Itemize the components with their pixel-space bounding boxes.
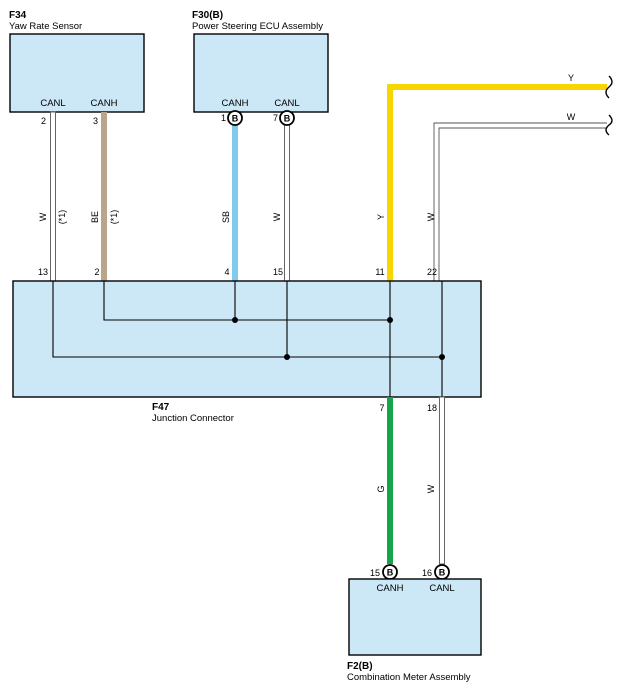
yaw-pin-canl-label: CANL: [40, 98, 65, 109]
wire-w-outgoing-outer: [433, 122, 607, 281]
junction-pin-2: 2: [94, 267, 99, 277]
junction-pin-13: 13: [38, 267, 48, 277]
yaw-pin-canh-label: CANH: [91, 98, 118, 109]
meter-pin-15: 15: [370, 568, 380, 578]
junction-connector-code: F47: [152, 402, 170, 413]
meter-canh-connector-badge: B: [382, 564, 398, 580]
junction-connector-box[interactable]: [12, 280, 482, 398]
wire-meter-canh-g[interactable]: [387, 397, 393, 564]
wire-label-ps-w: W: [272, 212, 282, 221]
ps-canh-connector-badge: B: [227, 110, 243, 126]
ps-pin-canh-label: CANH: [222, 98, 249, 109]
svg-text:B: B: [439, 568, 446, 578]
ps-pin-7: 7: [273, 113, 278, 123]
ps-pin-canl-label: CANL: [274, 98, 299, 109]
junction-pin-22: 22: [427, 267, 437, 277]
wire-label-y-top: Y: [376, 214, 386, 220]
wire-label-meter-g: G: [376, 485, 386, 492]
wire-y-outgoing[interactable]: [387, 84, 607, 281]
meter-pin-canl-label: CANL: [429, 583, 454, 594]
combination-meter-code: F2(B): [347, 661, 373, 672]
wire-note-yaw-be: (*1): [109, 210, 119, 225]
wire-ps-canl-w[interactable]: [284, 121, 290, 282]
wire-label-ps-sb: SB: [221, 211, 231, 223]
power-steering-ecu-code: F30(B): [192, 10, 223, 21]
wire-label-yaw-be: BE: [90, 211, 100, 223]
yaw-rate-sensor-code: F34: [9, 10, 27, 21]
wire-label-yaw-w: W: [38, 212, 48, 221]
wire-label-meter-w: W: [426, 484, 436, 493]
junction-pin-15: 15: [273, 267, 283, 277]
wire-w-outgoing-inner[interactable]: [438, 127, 607, 281]
meter-pin-canh-label: CANH: [377, 583, 404, 594]
junction-internal-lines: [52, 281, 443, 397]
wire-label-w-top: W: [426, 212, 436, 221]
ps-canl-connector-badge: B: [279, 110, 295, 126]
yaw-pin-2: 2: [41, 116, 46, 126]
combination-meter-name: Combination Meter Assembly: [347, 672, 471, 683]
yaw-rate-sensor-name: Yaw Rate Sensor: [9, 21, 82, 32]
wire-yaw-canh-be[interactable]: [101, 112, 107, 281]
junction-splice-points: [232, 317, 445, 360]
wire-ps-canh-sb[interactable]: [232, 122, 238, 281]
junction-connector-name: Junction Connector: [152, 413, 234, 424]
yaw-pin-3: 3: [93, 116, 98, 126]
svg-text:B: B: [387, 568, 394, 578]
wire-note-yaw-w: (*1): [57, 210, 67, 225]
wire-meter-canl-w[interactable]: [439, 396, 445, 565]
meter-canl-connector-badge: B: [434, 564, 450, 580]
ps-pin-1: 1: [221, 113, 226, 123]
junction-pin-11: 11: [375, 267, 384, 277]
svg-text:B: B: [284, 114, 291, 124]
meter-pin-16: 16: [422, 568, 432, 578]
yaw-rate-sensor-box[interactable]: [9, 33, 145, 113]
junction-pin-18: 18: [427, 403, 437, 413]
wire-label-w-out: W: [567, 112, 576, 122]
wire-yaw-canl-w[interactable]: [50, 111, 56, 282]
junction-pin-7: 7: [379, 403, 384, 413]
wire-w-break-mark: [605, 114, 613, 136]
combination-meter-box[interactable]: [348, 578, 482, 656]
junction-pin-4: 4: [224, 267, 229, 277]
power-steering-ecu-name: Power Steering ECU Assembly: [192, 21, 323, 32]
wire-label-y-out: Y: [568, 73, 574, 83]
wire-y-break-mark: [605, 75, 613, 99]
svg-text:B: B: [232, 114, 239, 124]
power-steering-ecu-box[interactable]: [193, 33, 329, 113]
